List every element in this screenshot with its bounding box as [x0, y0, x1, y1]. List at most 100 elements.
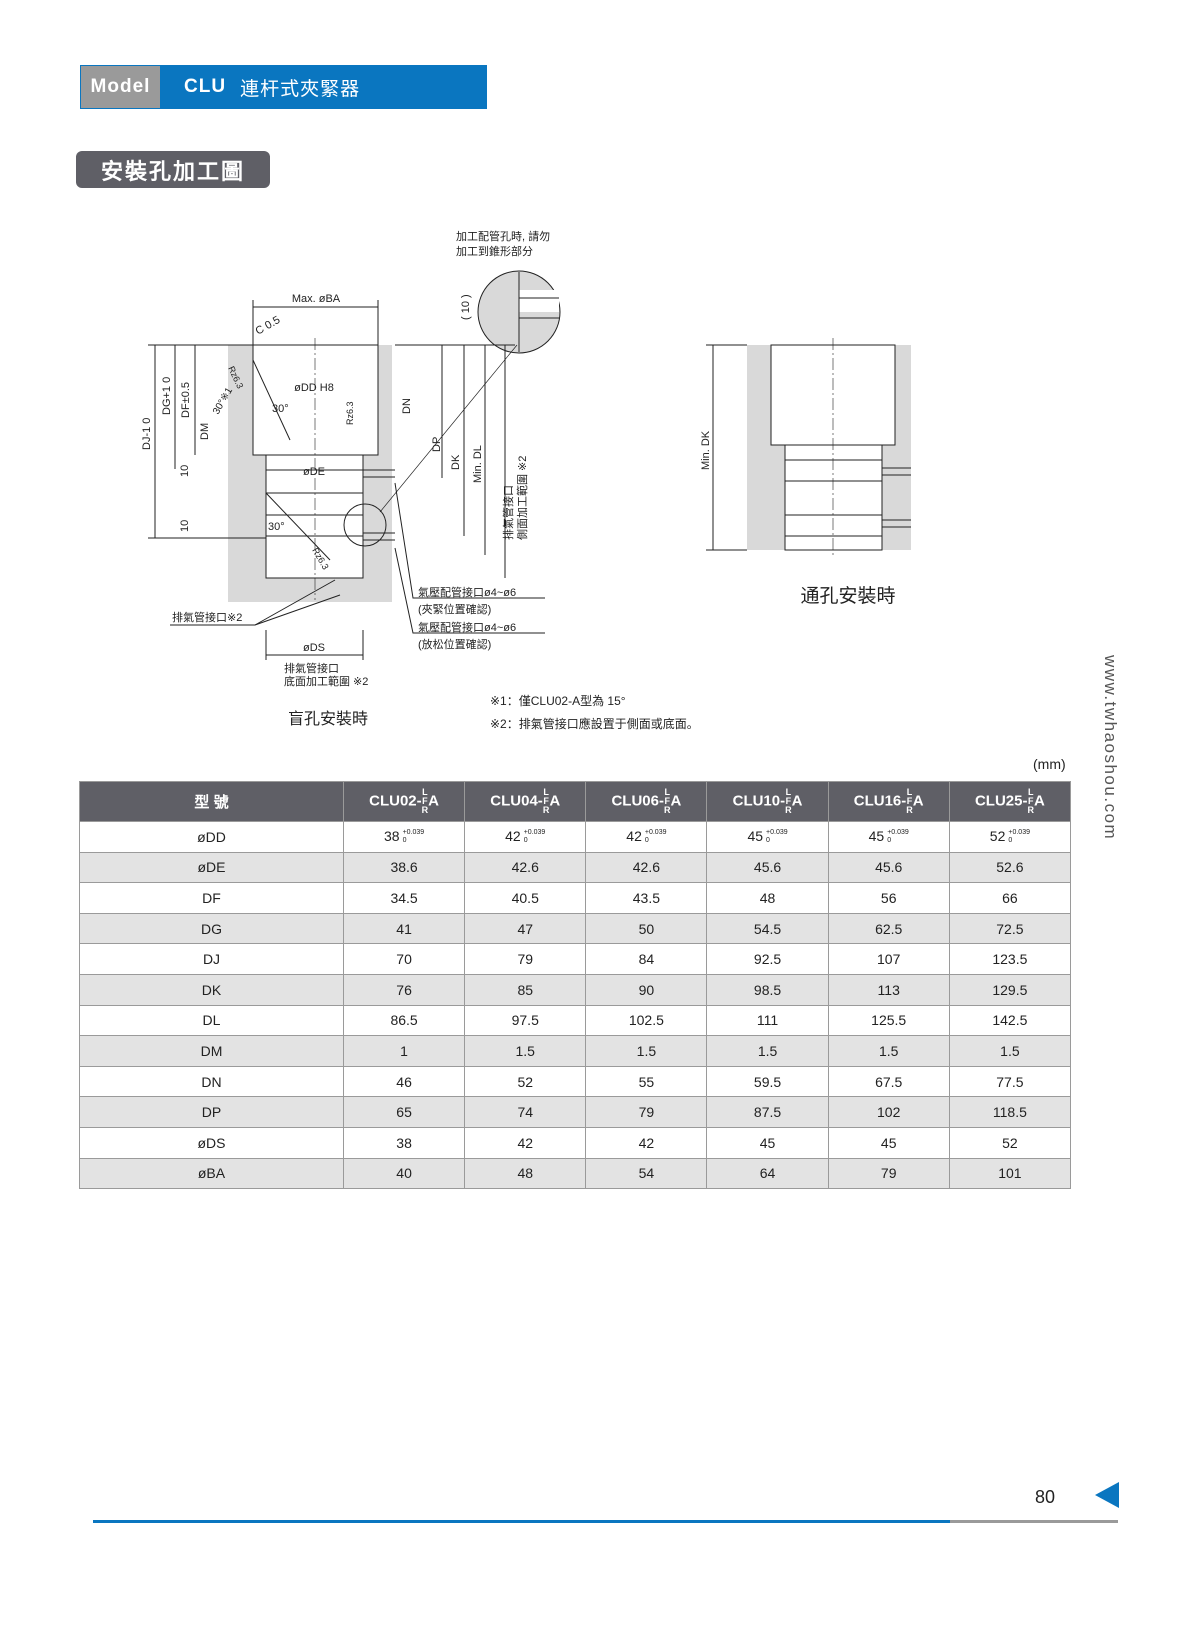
page-arrow-icon	[1095, 1482, 1119, 1508]
cell: 76	[342, 973, 466, 1006]
variant-mid: F	[422, 796, 428, 806]
variant-top: L	[1027, 787, 1034, 797]
cell-value: 56	[880, 889, 897, 906]
cell: 54.5	[706, 912, 829, 945]
cell-value: 45	[880, 1134, 897, 1151]
cell-value: 118.5	[992, 1104, 1027, 1121]
tol-upper: +0.039	[402, 829, 425, 837]
callout-top-1: 加工配管孔時, 請勿	[456, 229, 550, 243]
cell: 48	[464, 1157, 587, 1190]
label-min-dl: Min. DL	[472, 445, 484, 483]
cell: 65	[342, 1096, 466, 1128]
variant-mid: F	[664, 796, 670, 806]
cell-value: 86.5	[390, 1012, 418, 1029]
cell-value: 54	[638, 1165, 655, 1182]
row-label: øDS	[79, 1126, 344, 1159]
label-dn: DN	[401, 398, 413, 414]
tol-lower: 0	[1008, 837, 1013, 845]
cell: 45	[827, 1126, 950, 1159]
cell: 1.5	[706, 1035, 829, 1067]
tol-lower: 0	[644, 837, 649, 845]
label-angle-30: 30°	[272, 403, 289, 415]
label-c05: C 0.5	[254, 314, 283, 338]
cell-value: 54.5	[753, 920, 782, 937]
variant-mid: F	[906, 796, 913, 806]
cell: 98.5	[706, 973, 829, 1006]
cell: 142.5	[948, 1004, 1072, 1037]
label-dd: øDD H8	[294, 382, 334, 394]
model-prefix: CLU06-	[611, 792, 664, 810]
cell-value: 64	[759, 1165, 776, 1182]
bore	[265, 454, 364, 579]
cell: 52	[464, 1065, 587, 1098]
exhaust-side-1: 排氣管接口	[501, 485, 515, 540]
exhaust-bottom-1: 排氣管接口	[284, 661, 339, 675]
counterbore	[252, 344, 379, 456]
label-de: øDE	[303, 466, 325, 478]
cell-value: 45	[759, 1134, 776, 1151]
exhaust-port-label: 排氣管接口※2	[172, 610, 242, 624]
cell-value: 42	[517, 1134, 534, 1151]
cell-value: 46	[396, 1073, 412, 1090]
cell-value: 113	[877, 981, 900, 998]
cell: 102.5	[585, 1004, 708, 1037]
variant-top: L	[543, 787, 549, 797]
tol-lower: 0	[887, 837, 892, 845]
cell: 45.6	[827, 851, 950, 884]
cell: 47	[464, 912, 587, 945]
cell-value: 43.5	[632, 889, 661, 906]
cell-value: 38	[396, 1134, 412, 1151]
model-code: CLU	[184, 76, 227, 97]
cell: 48	[706, 882, 829, 914]
cell-value: 62.5	[875, 920, 903, 937]
tol-lower: 0	[766, 837, 770, 845]
cell: 40	[342, 1157, 466, 1190]
cell: 52.6	[948, 851, 1072, 884]
row-label: DJ	[79, 943, 344, 975]
cell-value: 52.6	[996, 859, 1024, 876]
section-title: 安裝孔加工圖	[76, 151, 270, 188]
cell: 42	[585, 1126, 708, 1159]
variant-bottom: R	[421, 805, 429, 815]
cell: 50	[585, 912, 708, 945]
mounting-hole-diagram: Max. øBA C 0.5 øDD H8 øDE øDS 30° 30° 30…	[141, 229, 911, 728]
variant-top: L	[664, 787, 670, 797]
row-label: DL	[79, 1004, 344, 1037]
cell-value: 85	[517, 981, 534, 998]
cell: 79	[464, 943, 587, 975]
cell: 79	[827, 1157, 950, 1190]
cell: 52	[948, 1126, 1072, 1159]
cell: 70	[342, 943, 466, 975]
cell: 41	[342, 912, 466, 945]
cell-value: 42	[505, 828, 521, 845]
cell: 86.5	[342, 1004, 466, 1037]
cell-value: 1.5	[757, 1042, 778, 1059]
header-model: 型 號	[79, 781, 344, 822]
label-ds: øDS	[303, 642, 325, 654]
label-angle-30b: 30°	[268, 521, 285, 533]
cell-value: 48	[759, 889, 776, 906]
label-dp: DP	[431, 437, 443, 452]
cell-value: 1.5	[878, 1042, 899, 1059]
cell-value: 45	[747, 828, 764, 845]
air-port-1: 氣壓配管接口ø4~ø6	[418, 585, 516, 599]
cell: 101	[948, 1157, 1072, 1190]
cell-value: 52	[1002, 1134, 1018, 1151]
variant-top: L	[422, 787, 428, 797]
cell: 38.6	[342, 851, 466, 884]
air-port-2-note: (放松位置確認)	[418, 637, 491, 651]
cell: 1	[342, 1035, 466, 1067]
cell: 87.5	[706, 1096, 829, 1128]
cell: 107	[827, 943, 950, 975]
